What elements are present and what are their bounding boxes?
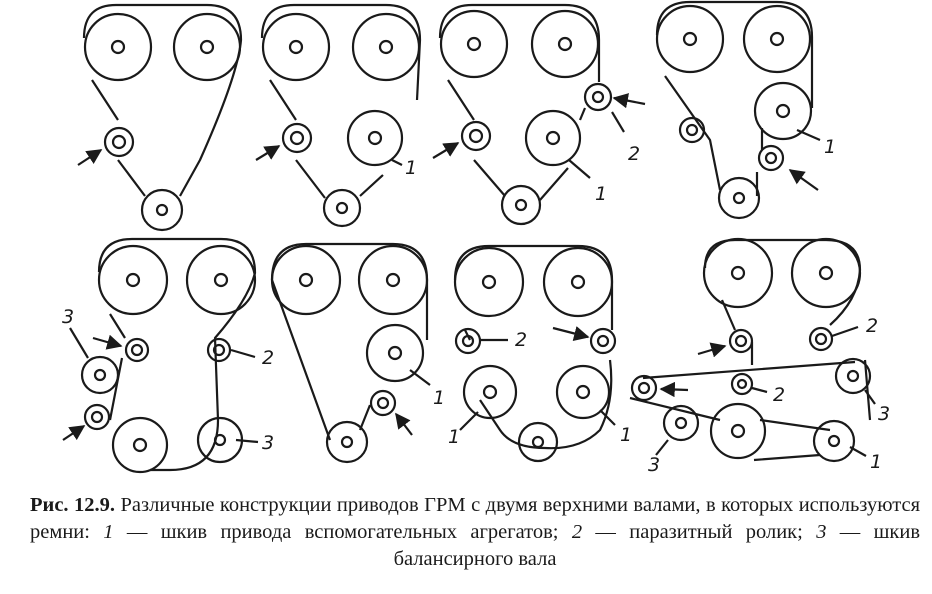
- caption-text: — паразитный ролик;: [582, 521, 817, 543]
- drive-layout-1: [77, 3, 243, 232]
- drive-layout-3: [432, 3, 646, 226]
- svg-text:3: 3: [648, 454, 660, 476]
- arrow: [77, 149, 103, 166]
- drive-layout-2: [255, 3, 422, 228]
- idler-roller: [583, 82, 613, 112]
- camshaft-pulley-left: [83, 12, 153, 82]
- svg-text:1: 1: [870, 451, 882, 473]
- svg-text:2: 2: [773, 384, 785, 406]
- svg-text:1: 1: [433, 387, 445, 409]
- caption-text: — шкив балансирного вала: [393, 521, 921, 570]
- camshaft-pulley-right: [172, 12, 242, 82]
- belt-6: [270, 242, 429, 441]
- drive-layout-6: [270, 242, 431, 464]
- accessory-drive-pulley: [346, 109, 404, 167]
- caption-text: Различные конструкции приводов ГРМ с дву…: [30, 494, 920, 543]
- drive-layout-4: [655, 0, 821, 220]
- figure-caption: Рис. 12.9. Различные конструкции приводо…: [30, 492, 920, 573]
- caption-number: 2: [571, 521, 583, 543]
- svg-text:2: 2: [515, 329, 527, 351]
- balance-shaft-pulley: [80, 355, 120, 395]
- belt-1: [82, 3, 243, 197]
- belt-5: [97, 237, 257, 472]
- svg-text:1: 1: [448, 426, 460, 448]
- svg-text:3: 3: [878, 403, 890, 425]
- svg-text:3: 3: [62, 306, 74, 328]
- svg-text:3: 3: [262, 432, 274, 454]
- svg-text:1: 1: [824, 136, 836, 158]
- caption-number: 1: [103, 521, 114, 543]
- tensioner-roller: [103, 126, 135, 158]
- caption-text: — шкив привода вспомогательных агрегатов…: [113, 521, 572, 543]
- svg-text:2: 2: [628, 143, 640, 165]
- svg-text:1: 1: [620, 424, 632, 446]
- caption-number: 3: [816, 521, 827, 543]
- belt-drive-figure: 1 2 1 1 3 2 3 1 2 1 1 2 2 3 3 1: [62, 0, 890, 476]
- belt-8: [629, 238, 872, 462]
- crankshaft-pulley: [140, 188, 184, 232]
- drive-layout-8: [629, 237, 876, 463]
- drive-layout-7: [453, 244, 617, 463]
- belt-4: [655, 0, 814, 196]
- svg-text:1: 1: [595, 183, 607, 205]
- diagram-labels: 1 2 1 1 3 2 3 1 2 1 1 2 2 3 3 1: [62, 136, 890, 476]
- belt-2: [260, 3, 422, 199]
- svg-text:1: 1: [405, 157, 417, 179]
- belt-drive-diagrams: 1 2 1 1 3 2 3 1 2 1 1 2 2 3 3 1: [62, 0, 890, 476]
- svg-text:2: 2: [866, 315, 878, 337]
- belt-3: [438, 3, 601, 201]
- svg-text:2: 2: [262, 347, 274, 369]
- drive-layout-5: [62, 237, 259, 474]
- caption-title: Рис. 12.9.: [30, 494, 116, 516]
